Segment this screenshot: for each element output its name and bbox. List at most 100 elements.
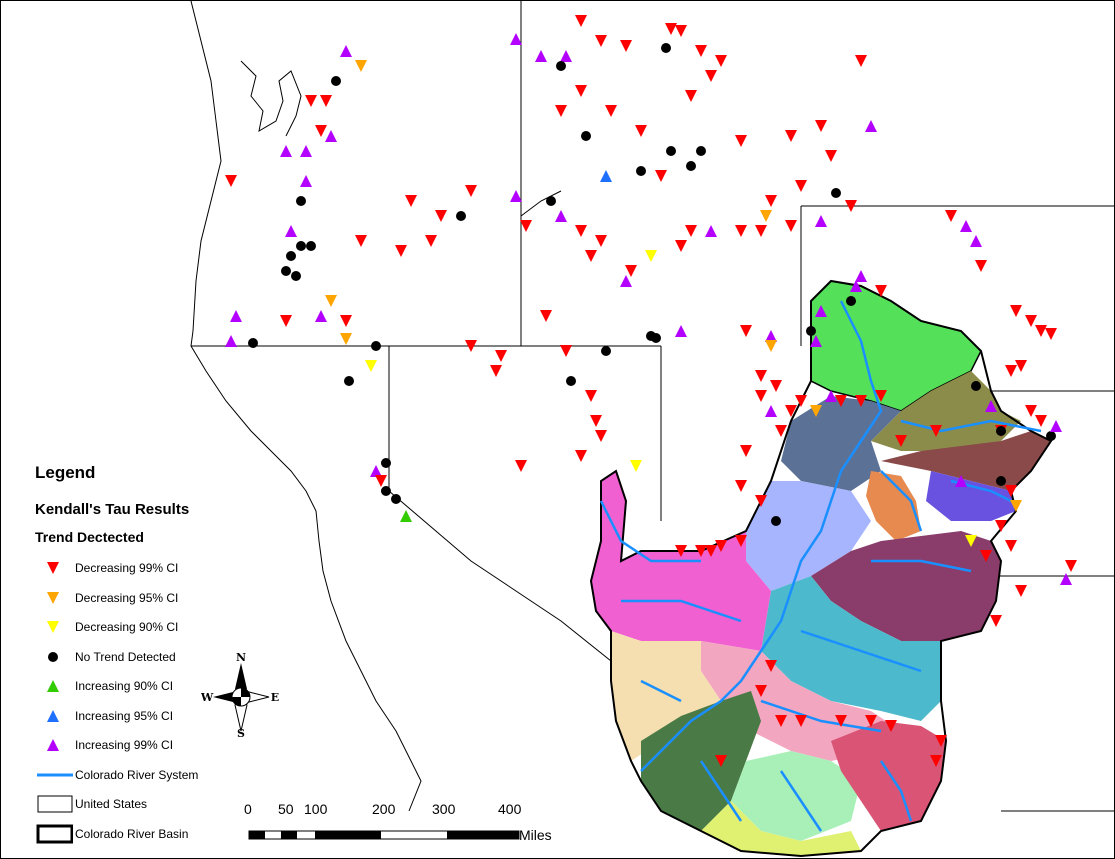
gauge-marker <box>960 220 972 232</box>
legend-item: Decreasing 99% CI <box>31 557 178 579</box>
gauge-marker <box>965 535 977 547</box>
gauge-marker <box>305 95 317 107</box>
gauge-marker <box>755 685 767 697</box>
colorado-basin-region-green-sub <box>871 371 1021 451</box>
gauge-marker <box>645 250 657 262</box>
legend-subtitle: Kendall's Tau Results <box>35 501 190 518</box>
gauge-marker <box>405 195 417 207</box>
gauge-marker <box>675 25 687 37</box>
gauge-marker <box>355 60 367 72</box>
gauge-marker <box>381 486 391 496</box>
colorado-basin-region-yellow <box>701 801 861 856</box>
compass-w: W <box>201 691 214 704</box>
gauge-marker <box>300 145 312 157</box>
gauge-marker <box>715 755 727 767</box>
gauge-marker <box>975 260 987 272</box>
gauge-marker <box>675 325 687 337</box>
gauge-marker <box>795 715 807 727</box>
triangle-up-icon <box>31 675 75 697</box>
gauge-marker <box>535 50 547 62</box>
gauge-marker <box>715 540 727 552</box>
gauge-marker <box>971 381 981 391</box>
gauge-marker <box>585 390 597 402</box>
gauge-marker <box>1015 360 1027 372</box>
gauge-marker <box>575 85 587 97</box>
gauge-marker <box>425 235 437 247</box>
gauge-marker <box>685 225 697 237</box>
gauge-marker <box>625 265 637 277</box>
gauge-marker <box>1005 365 1017 377</box>
gauge-marker <box>456 211 466 221</box>
gauge-marker <box>685 90 697 102</box>
gauge-marker <box>560 50 572 62</box>
gauge-marker <box>230 310 242 322</box>
circle-icon <box>31 646 75 668</box>
gauge-marker <box>835 395 847 407</box>
gauge-marker <box>930 425 942 437</box>
compass-n: N <box>236 651 246 664</box>
gauge-marker <box>875 285 887 297</box>
compass-e: E <box>271 691 279 704</box>
scale-unit: Miles <box>519 827 552 843</box>
gauge-marker <box>540 310 552 322</box>
gauge-marker <box>855 55 867 67</box>
gauge-marker <box>760 210 772 222</box>
gauge-marker <box>655 170 667 182</box>
gauge-marker <box>465 340 477 352</box>
gauge-marker <box>885 720 897 732</box>
colorado-basin-region-cream <box>611 631 721 761</box>
gauge-marker <box>556 61 566 71</box>
colorado-basin-region-mint <box>731 751 861 841</box>
gauge-marker <box>400 510 412 522</box>
pacific-coastline <box>190 1 422 812</box>
gauge-marker <box>686 161 696 171</box>
legend-item-label: Colorado River Basin <box>75 826 189 841</box>
gauge-marker <box>315 125 327 137</box>
gauge-marker <box>705 545 717 557</box>
gauge-marker <box>325 295 337 307</box>
gauge-marker <box>585 250 597 262</box>
colorado-basin-region-brown <box>881 431 1051 491</box>
gauge-marker <box>755 390 767 402</box>
gauge-marker <box>365 360 377 372</box>
gauge-marker <box>490 365 502 377</box>
gauge-marker <box>581 131 591 141</box>
gauge-marker <box>735 535 747 547</box>
colorado-basin-region-lavender <box>746 481 871 591</box>
gauge-marker <box>391 494 401 504</box>
gauge-marker <box>620 40 632 52</box>
legend-item-label: Colorado River System <box>75 767 199 782</box>
gauge-marker <box>601 346 611 356</box>
legend-item-label: Increasing 99% CI <box>75 738 174 752</box>
gauge-marker <box>600 170 612 182</box>
gauge-marker <box>590 415 602 427</box>
legend-item: Increasing 90% CI <box>31 675 173 697</box>
gauge-marker <box>381 458 391 468</box>
gauge-marker <box>315 310 327 322</box>
gauge-marker <box>661 43 671 53</box>
compass-s: S <box>237 727 245 739</box>
compass-rose-icon: N S E W <box>201 651 279 739</box>
rect-thick-icon <box>31 823 75 845</box>
gauge-marker <box>996 426 1006 436</box>
gauge-marker <box>765 660 777 672</box>
gauge-marker <box>1046 431 1056 441</box>
gauge-marker <box>696 146 706 156</box>
gauge-marker <box>810 335 822 347</box>
gauge-marker <box>1025 405 1037 417</box>
gauge-marker <box>1035 415 1047 427</box>
gauge-marker <box>695 45 707 57</box>
gauge-marker <box>850 280 862 292</box>
gauge-marker <box>775 425 787 437</box>
gauge-marker <box>996 476 1006 486</box>
gauge-marker <box>806 326 816 336</box>
scale-tick-label: 300 <box>432 801 456 817</box>
gauge-marker <box>815 215 827 227</box>
gauge-marker <box>740 445 752 457</box>
gauge-marker <box>735 135 747 147</box>
colorado-basin-region-orange <box>866 471 921 541</box>
gauge-marker <box>846 296 856 306</box>
gauge-marker <box>331 76 341 86</box>
gauge-marker <box>765 405 777 417</box>
